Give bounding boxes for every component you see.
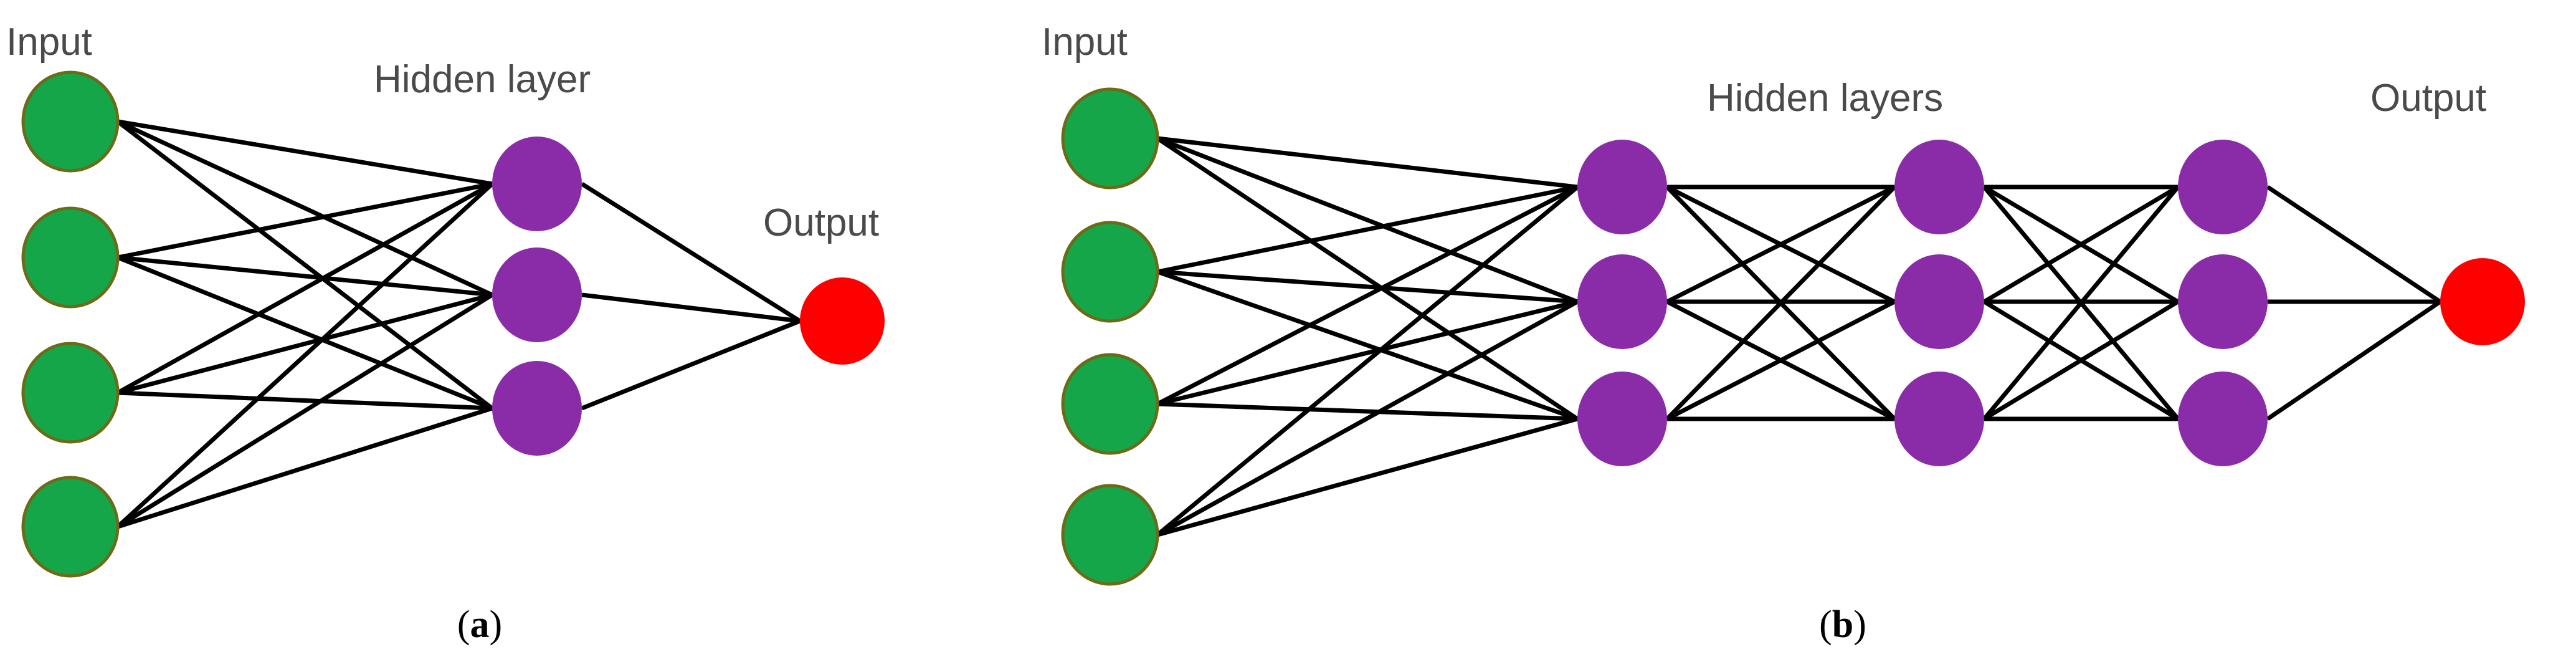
input-label: Input (6, 21, 92, 64)
connection-edge (1156, 269, 1579, 421)
panel-b-caption: (b) (1819, 603, 1866, 646)
hidden-neuron-node (1894, 140, 1984, 234)
connection-edge (1156, 136, 1579, 304)
hidden-neuron-node (1577, 254, 1667, 349)
input-neuron-node (1061, 353, 1159, 455)
connection-edge (1665, 185, 1896, 421)
caption-letter: b (1832, 603, 1853, 646)
hidden-neuron-node (1894, 372, 1984, 466)
input-label: Input (1042, 21, 1128, 64)
connection-edge (1983, 185, 2179, 304)
connection-edge (581, 292, 801, 324)
caption-paren-open: ( (1819, 603, 1832, 646)
connection-edge (1157, 416, 1578, 537)
connection-edge (116, 182, 494, 529)
hidden-neuron-node (492, 361, 582, 456)
connection-edge (1666, 185, 1896, 304)
hidden-neuron-node (2178, 254, 2268, 349)
connection-edge (116, 120, 494, 410)
input-neuron-node (21, 206, 120, 309)
connection-edge (1156, 299, 1579, 537)
connection-edge (2266, 185, 2441, 304)
connection-edge (1666, 299, 1896, 421)
connection-edge (1156, 185, 1579, 537)
input-neuron-node (1061, 87, 1159, 190)
caption-paren-open: ( (457, 603, 470, 646)
hidden-layer-label: Hidden layer (374, 58, 591, 101)
hidden-layers-label: Hidden layers (1707, 77, 1943, 120)
connection-edge (116, 406, 493, 529)
connection-edge (1982, 185, 2180, 421)
connection-edge (1157, 185, 1578, 274)
output-neuron-node (2440, 258, 2525, 345)
connection-edge (116, 181, 493, 395)
connection-edge (581, 182, 801, 323)
hidden-neuron-node (1577, 372, 1667, 466)
connection-edge (2266, 300, 2441, 421)
connection-edge (117, 119, 493, 186)
input-neuron-node (1061, 484, 1159, 586)
output-label: Output (2370, 77, 2486, 120)
hidden-neuron-node (2178, 140, 2268, 234)
connection-edge (1156, 185, 1579, 406)
panel-a-caption: (a) (457, 603, 502, 646)
hidden-neuron-node (2178, 372, 2268, 466)
input-neuron-node (21, 476, 120, 578)
connection-edge (117, 390, 493, 411)
output-neuron-node (800, 277, 885, 365)
connection-edge (1157, 136, 1578, 190)
connection-edges-group (116, 119, 2441, 537)
connection-edge (1156, 137, 1579, 421)
input-neuron-node (1061, 221, 1159, 323)
connection-edge (1983, 300, 2179, 421)
hidden-neuron-node (492, 137, 582, 231)
hidden-neuron-node (492, 247, 582, 342)
connection-edge (117, 255, 493, 297)
connection-edge (1157, 299, 1578, 406)
caption-paren-close: ) (1853, 603, 1866, 646)
hidden-neuron-node (1894, 254, 1984, 349)
connection-edge (1157, 401, 1578, 421)
connection-edge (1157, 269, 1578, 304)
connection-edge (581, 319, 801, 411)
connection-edge (117, 292, 493, 395)
input-neuron-node (21, 342, 120, 444)
panel-captions-group: (a)(b) (457, 603, 1866, 646)
connection-edge (116, 293, 493, 529)
connection-edge (116, 119, 493, 297)
hidden-neuron-node (1577, 140, 1667, 234)
connection-edge (116, 255, 493, 411)
output-label: Output (763, 201, 879, 244)
input-neuron-node (21, 70, 120, 173)
caption-paren-close: ) (490, 603, 503, 646)
neuron-nodes-group (21, 70, 2525, 586)
caption-letter: a (470, 603, 490, 646)
connection-edge (117, 181, 493, 260)
